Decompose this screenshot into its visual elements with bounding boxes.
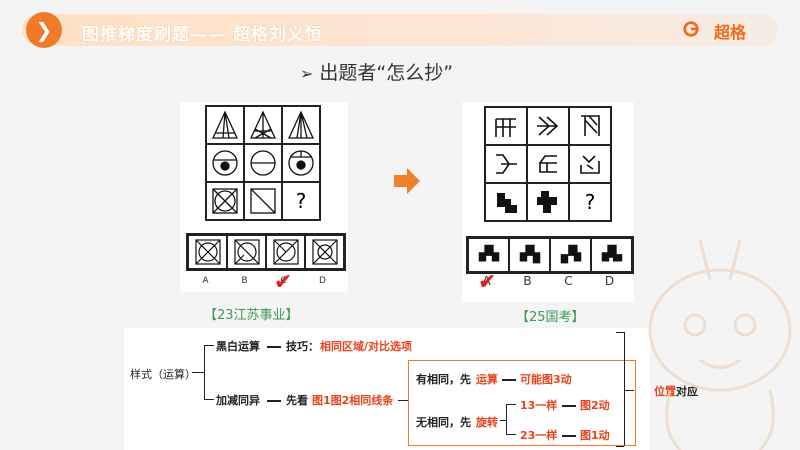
connector xyxy=(624,390,634,391)
option-label: A xyxy=(202,276,209,286)
question-mark: ? xyxy=(295,189,307,213)
puzzle-cell xyxy=(244,106,282,144)
right-puzzle-grid: ? xyxy=(484,106,612,222)
mascot-watermark-icon xyxy=(648,239,792,450)
option-c[interactable] xyxy=(550,238,591,272)
brand-name: 超格 xyxy=(713,23,746,42)
header-bar xyxy=(22,14,778,46)
option-d[interactable] xyxy=(305,235,344,269)
section-title: ➢ 出题者“怎么抄” xyxy=(300,58,453,85)
arrow-right-icon xyxy=(394,168,420,194)
puzzle-cell xyxy=(569,107,611,145)
connector xyxy=(506,434,516,435)
right-option-labels: A B C D xyxy=(466,274,630,288)
brand-logo-icon xyxy=(683,21,699,37)
sub-diff-b: 23一样 xyxy=(520,429,558,442)
connector xyxy=(502,379,516,381)
option-a[interactable] xyxy=(188,235,227,269)
method-diagram xyxy=(124,328,650,450)
sub-diff-a: 13一样 xyxy=(520,399,558,412)
option-label: A xyxy=(482,274,491,288)
right-options-row xyxy=(466,236,634,274)
puzzle-cell xyxy=(527,107,569,145)
left-option-labels: A B C D xyxy=(186,276,342,286)
connector xyxy=(616,332,624,333)
option-d[interactable] xyxy=(591,238,632,272)
checkmark-icon: ✔ xyxy=(478,270,497,295)
puzzle-question-cell: ? xyxy=(569,183,611,221)
branch-black-white: 黑白运算 xyxy=(216,340,260,353)
bullet-arrow-icon: ➢ xyxy=(300,64,314,83)
option-c[interactable] xyxy=(266,235,305,269)
sub-diff-key: 旋转 xyxy=(476,416,498,429)
puzzle-cell xyxy=(244,182,282,220)
sub-diff-prefix: 无相同，先 xyxy=(416,416,471,429)
connector xyxy=(267,346,281,348)
position-label: 位置对应 xyxy=(654,383,698,399)
tip-label: 技巧： xyxy=(286,340,319,353)
puzzle-cell xyxy=(485,183,527,221)
connector xyxy=(500,420,506,421)
branch2-prefix: 先看 xyxy=(286,394,308,407)
puzzle-cell xyxy=(569,145,611,183)
highlight-box xyxy=(408,360,636,446)
puzzle-cell xyxy=(527,183,569,221)
page-title: 图推梯度刷题—— 超格刘义恒 xyxy=(82,25,323,45)
option-a[interactable] xyxy=(468,238,509,272)
left-puzzle-grid: ? xyxy=(205,105,321,221)
connector xyxy=(562,405,576,407)
option-label: D xyxy=(319,276,326,286)
connector xyxy=(192,372,204,373)
tip-text: 相同区域/对比选项 xyxy=(320,340,413,353)
sub-diff-a-result: 图2动 xyxy=(580,399,610,412)
sub-diff-b-result: 图1动 xyxy=(580,429,610,442)
connector xyxy=(204,345,205,399)
position-rest: 对应 xyxy=(676,385,698,398)
puzzle-cell xyxy=(282,106,320,144)
connector xyxy=(204,399,214,400)
option-b[interactable] xyxy=(227,235,266,269)
left-options-row xyxy=(186,233,346,271)
puzzle-cell xyxy=(244,144,282,182)
option-b[interactable] xyxy=(509,238,550,272)
left-puzzle-caption: 【23江苏事业】 xyxy=(204,308,299,323)
section-title-text: 出题者“怎么抄” xyxy=(319,62,454,84)
puzzle-cell xyxy=(206,182,244,220)
option-label: C xyxy=(280,276,287,286)
chevron-right-icon[interactable]: ❯ xyxy=(26,12,62,48)
branch-add-subtract: 加减同异 xyxy=(216,394,260,407)
diagram-root: 样式（运算） xyxy=(130,368,196,381)
connector xyxy=(506,404,507,434)
right-puzzle-caption: 【25国考】 xyxy=(516,310,585,325)
sub-same-result: 可能图3动 xyxy=(520,373,572,386)
sub-same-key: 运算 xyxy=(476,373,498,386)
puzzle-cell xyxy=(485,107,527,145)
question-mark: ? xyxy=(584,190,596,214)
puzzle-cell xyxy=(206,144,244,182)
connector xyxy=(624,332,625,446)
option-label: B xyxy=(523,274,532,288)
puzzle-cell xyxy=(282,144,320,182)
puzzle-cell xyxy=(206,106,244,144)
option-label: D xyxy=(604,274,615,288)
sub-same-prefix: 有相同，先 xyxy=(416,373,471,386)
connector xyxy=(506,404,516,405)
option-label: B xyxy=(241,276,248,286)
puzzle-cell xyxy=(485,145,527,183)
connector xyxy=(398,400,408,401)
puzzle-cell xyxy=(527,145,569,183)
option-label: C xyxy=(564,274,573,288)
branch2-key: 图1图2相同线条 xyxy=(312,394,394,407)
connector xyxy=(267,400,281,402)
connector xyxy=(616,446,624,447)
connector xyxy=(204,345,214,346)
connector xyxy=(562,435,576,437)
position-key: 位置 xyxy=(654,385,676,398)
puzzle-question-cell: ? xyxy=(282,182,320,220)
checkmark-icon: ✔ xyxy=(274,270,293,295)
